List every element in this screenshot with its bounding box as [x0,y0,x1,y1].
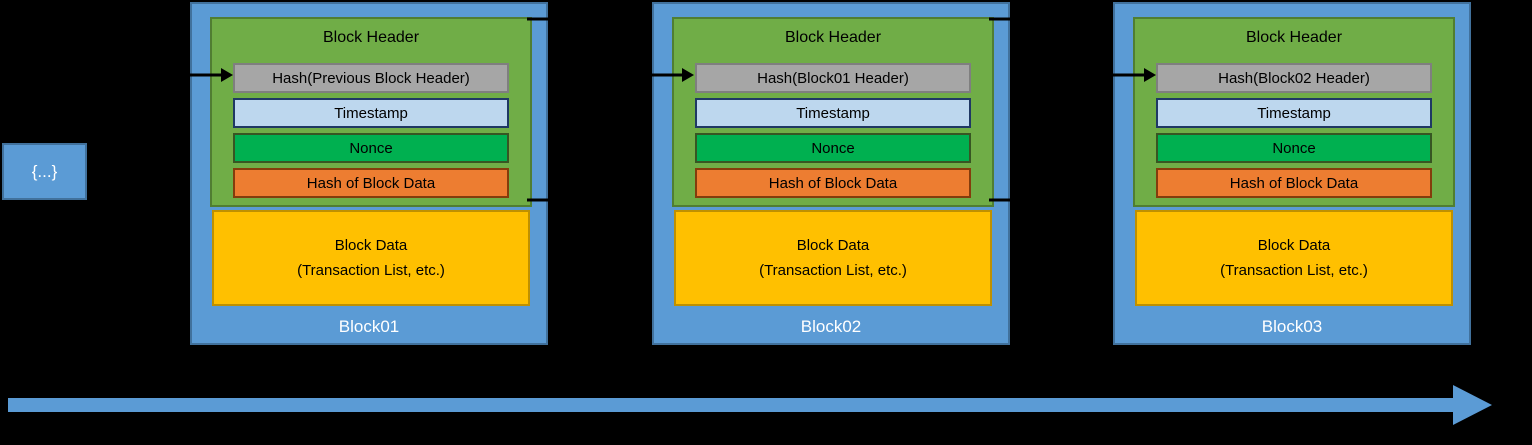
timestamp-field: Timestamp [695,98,971,128]
prev-hash-field: Hash(Block02 Header) [1156,63,1432,93]
timeline-arrow-body [8,398,1453,412]
block-data-title: Block Data [334,237,408,254]
block-02: Block Header Hash(Block01 Header) Timest… [652,2,1010,345]
block-data-subtitle: (Transaction List, etc.) [759,262,907,279]
block-data-box: Block Data (Transaction List, etc.) [212,210,530,306]
block-header-title: Block Header [322,29,420,46]
block-data-subtitle: (Transaction List, etc.) [297,262,445,279]
block-header-title: Block Header [1245,29,1343,46]
prev-hash-field: Hash(Previous Block Header) [233,63,509,93]
hash-of-block-data-field: Hash of Block Data [695,168,971,198]
nonce-field: Nonce [1156,133,1432,163]
nonce-field: Nonce [233,133,509,163]
block-name-label: Block01 [338,316,400,336]
timestamp-field: Timestamp [1156,98,1432,128]
timestamp-field: Timestamp [233,98,509,128]
block-03-header: Block Header Hash(Block02 Header) Timest… [1133,17,1455,207]
block-data-box: Block Data (Transaction List, etc.) [1135,210,1453,306]
nonce-field: Nonce [695,133,971,163]
block-data-box: Block Data (Transaction List, etc.) [674,210,992,306]
block-data-subtitle: (Transaction List, etc.) [1220,262,1368,279]
prev-hash-field: Hash(Block01 Header) [695,63,971,93]
genesis-box-label: {...} [31,161,58,181]
block-data-title: Block Data [796,237,870,254]
block-01-header: Block Header Hash(Previous Block Header)… [210,17,532,207]
block-data-title: Block Data [1257,237,1331,254]
timeline-arrowhead [1453,385,1492,425]
block-header-title: Block Header [784,29,882,46]
block-03: Block Header Hash(Block02 Header) Timest… [1113,2,1471,345]
block-01: Block Header Hash(Previous Block Header)… [190,2,548,345]
genesis-box: {...} [2,143,87,200]
block-02-header: Block Header Hash(Block01 Header) Timest… [672,17,994,207]
block-name-label: Block02 [800,316,862,336]
hash-of-block-data-field: Hash of Block Data [233,168,509,198]
hash-of-block-data-field: Hash of Block Data [1156,168,1432,198]
block-name-label: Block03 [1261,316,1323,336]
